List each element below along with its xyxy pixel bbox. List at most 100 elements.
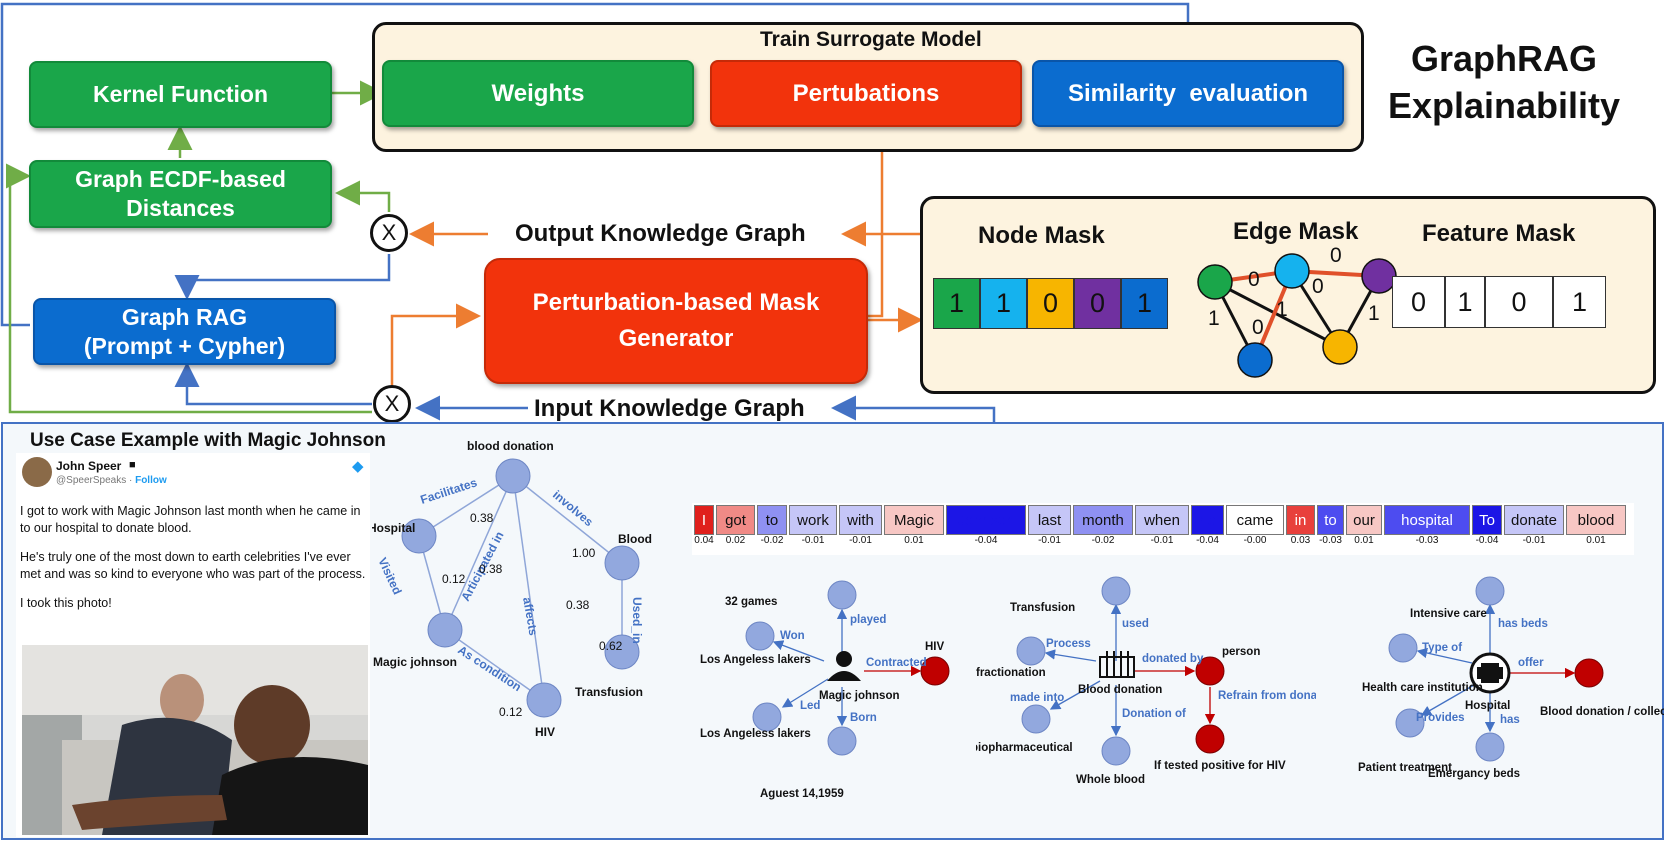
edge-contracted: Contracted xyxy=(866,657,927,669)
token-score: 0.01 xyxy=(904,535,924,546)
feature-mask-cell: 1 xyxy=(1445,276,1485,328)
edge-led: Led xyxy=(800,700,820,712)
feature-mask-cell: 0 xyxy=(1485,276,1553,328)
ecdf-distances-box: Graph ECDF-based Distances xyxy=(29,160,332,228)
token-item: with-0.01 xyxy=(839,505,884,546)
node-blood-donation xyxy=(495,458,531,494)
token-item: last-0.01 xyxy=(1028,505,1073,546)
label-magic: Magic johnson xyxy=(373,655,457,669)
token-score: -0.02 xyxy=(1091,535,1115,546)
weight-involves: 1.00 xyxy=(572,546,596,560)
edge-label: 0 xyxy=(1252,316,1264,339)
lakers1-text: Los Angeless lakers xyxy=(700,654,811,666)
perturbations-label: Pertubations xyxy=(792,79,940,107)
label-patient: Patient treatment xyxy=(1358,762,1452,774)
edge-used: used xyxy=(1122,618,1149,630)
node-patient-treatment xyxy=(1395,708,1425,738)
edge-label: 0 xyxy=(1312,275,1324,298)
edge-as-condition: As condition xyxy=(455,643,524,694)
edge-mask-graph: 0 0 0 1 1 0 1 xyxy=(1197,244,1397,378)
edge-won: Won xyxy=(780,630,805,642)
generator-line2: Generator xyxy=(618,325,734,352)
edge-provides: Provides xyxy=(1416,712,1465,724)
label-health-care: Health care institution xyxy=(1362,682,1483,694)
label-person: person xyxy=(1222,646,1260,658)
token-chip: blood xyxy=(1566,505,1626,535)
token-score: -0.04 xyxy=(1196,535,1219,546)
token-chip: got xyxy=(716,505,755,535)
g1-edge xyxy=(444,629,545,701)
token-score: 0.02 xyxy=(725,535,746,546)
kernel-function-label: Kernel Function xyxy=(92,81,269,108)
edge xyxy=(1214,280,1341,349)
mult-to-generator xyxy=(390,303,481,385)
weights-box: Weights xyxy=(382,60,694,127)
token-score: -0.01 xyxy=(801,535,825,546)
feature-mask-cell: 1 xyxy=(1553,276,1606,328)
token-item: donate-0.01 xyxy=(1504,505,1566,546)
token-chip: hospital xyxy=(1384,505,1470,535)
label-lakers-1: Los Angeless lakers xyxy=(700,654,811,666)
label-magic-center: Magic johnson xyxy=(819,690,900,702)
edge-used-in: Used_in xyxy=(630,597,644,644)
node-fractionation xyxy=(1016,636,1046,666)
weight-used-in: 0.62 xyxy=(599,639,623,653)
edge-born: Born xyxy=(850,712,877,724)
edge-process: Process xyxy=(1046,638,1091,650)
token-chip: donate xyxy=(1504,505,1564,535)
node-blue xyxy=(1237,342,1273,378)
label-blood-donation: blood donation xyxy=(467,440,554,453)
similarity-box: Similarity evaluation xyxy=(1032,60,1344,127)
label-biopharma: biopharmaceutical xyxy=(976,742,1073,754)
tweet-para2: He's truly one of the most down to earth… xyxy=(20,549,366,581)
graphrag-line2: (Prompt + Cypher) xyxy=(83,332,286,359)
label-transfusion-3: Transfusion xyxy=(1010,602,1075,614)
node-yellow xyxy=(1322,329,1358,365)
generator-to-perturbations xyxy=(868,117,895,318)
token-score: -0.02 xyxy=(760,535,784,546)
feature-mask-cells: 0 1 0 1 xyxy=(1392,276,1606,328)
token-score: 0.01 xyxy=(1354,535,1374,546)
node-mask-cell: 0 xyxy=(1027,278,1074,329)
usecase-title: Use Case Example with Magic Johnson xyxy=(30,430,386,451)
label-emergency: Emergancy beds xyxy=(1428,768,1520,780)
node-lakers-1 xyxy=(745,621,775,651)
follow-link[interactable]: Follow xyxy=(135,475,167,486)
label-hospital: Hospital xyxy=(372,521,415,535)
edge-facilitates: Facilitates xyxy=(419,475,479,507)
token-score: -0.01 xyxy=(1038,535,1061,546)
token-score: -0.00 xyxy=(1243,535,1267,546)
label-blood-donation-3: Blood donation xyxy=(1078,684,1162,696)
edge-type-of: Type of xyxy=(1422,642,1462,654)
node-mask-title: Node Mask xyxy=(978,222,1105,249)
edge-visited: Visited xyxy=(375,555,404,596)
node-mask-cells: 1 1 0 0 1 xyxy=(933,278,1168,329)
edge-played: played xyxy=(850,614,886,626)
knowledge-graph-4: Intensive care Hospital Patient treatmen… xyxy=(1358,576,1664,780)
token-score: -0.04 xyxy=(974,535,998,546)
node-transfusion xyxy=(604,634,640,670)
node-32-games xyxy=(827,580,857,610)
edge-mask-title: Edge Mask xyxy=(1233,218,1359,245)
token-score: 0.03 xyxy=(1290,535,1311,546)
token-chip: last xyxy=(1028,505,1071,535)
edge-made-into: made into xyxy=(1010,692,1064,704)
node-hospital xyxy=(401,518,437,554)
avatar xyxy=(22,457,52,487)
token-score: -0.01 xyxy=(849,535,872,546)
label-born-date: Aguest 14,1959 xyxy=(760,788,844,800)
tweet-author-name: John Speer xyxy=(56,459,122,473)
token-chip: Johnson xyxy=(946,505,1026,535)
generator-line1: Perturbation-based Mask xyxy=(532,289,820,316)
edge-donated-by: donated by xyxy=(1142,653,1204,665)
node-purple xyxy=(1361,258,1397,294)
green-loop-to-ecdf xyxy=(6,163,372,414)
tweet-para3: I took this photo! xyxy=(20,595,112,610)
output-knowledge-graph-label: Output Knowledge Graph xyxy=(515,220,806,247)
test-tube-icon xyxy=(1099,651,1135,678)
ecdf-line1: Graph ECDF-based xyxy=(75,166,286,193)
similarity-label: Similarity evaluation xyxy=(1067,79,1309,107)
token-item: hospital-0.03 xyxy=(1384,505,1472,546)
